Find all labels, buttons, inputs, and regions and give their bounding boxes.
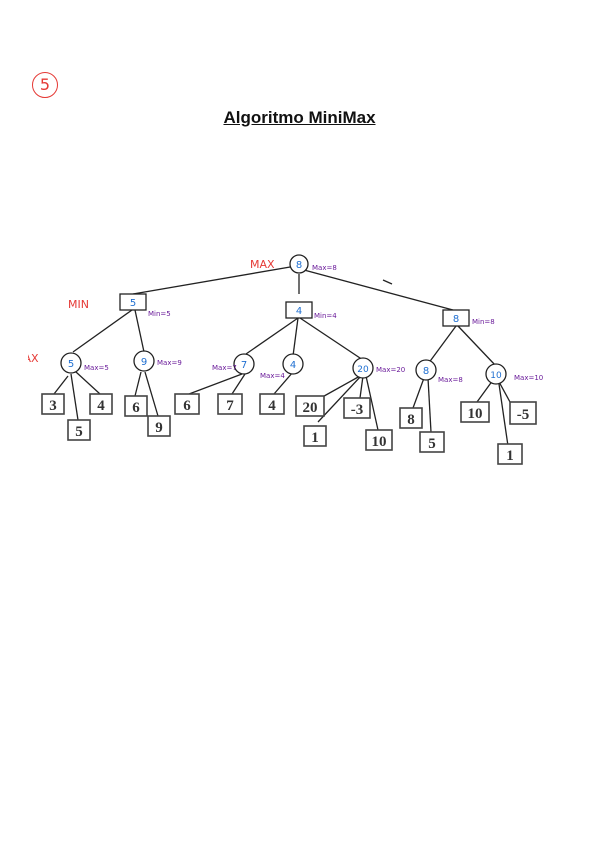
- max-node-e: 20 Max=20: [352, 357, 405, 379]
- leaf-value: 4: [268, 398, 276, 414]
- leaf-node: 1: [497, 443, 523, 465]
- min-level-label: MIN: [68, 298, 89, 311]
- max-d-value: 4: [290, 360, 296, 371]
- max-node-g: 10 Max=10: [485, 363, 543, 385]
- tree-edges: [53, 265, 511, 447]
- max-f-note: Max=8: [438, 376, 463, 384]
- leaf-node: 7: [217, 393, 243, 415]
- leaf-value: 9: [155, 420, 163, 436]
- leaf-value: 10: [468, 406, 483, 422]
- max-b-note: Max=9: [157, 359, 182, 367]
- leaf-node: 6: [174, 393, 200, 415]
- max-c-value: 7: [241, 360, 247, 371]
- leaf-node: -3: [343, 397, 371, 419]
- leaf-value: 10: [372, 434, 387, 450]
- max-node-f: 8 Max=8: [415, 359, 463, 384]
- max-level-label: MAX: [28, 352, 39, 365]
- page-number-badge: 5: [32, 72, 58, 98]
- min-node-right: 8 Min=8: [442, 309, 495, 327]
- max-g-note: Max=10: [514, 374, 543, 382]
- leaf-value: 6: [183, 398, 191, 414]
- max-c-note: Max=7: [212, 364, 237, 372]
- leaf-value: 4: [97, 398, 105, 414]
- leaf-value: 5: [75, 424, 83, 440]
- leaf-node: 6: [124, 395, 148, 417]
- root-note: Max=8: [312, 264, 337, 272]
- leaf-nodes: 3 4 5 6 9 6 7 4: [41, 393, 537, 465]
- min-right-value: 8: [453, 314, 459, 325]
- leaf-node: 9: [147, 415, 171, 437]
- leaf-value: 20: [303, 400, 318, 416]
- leaf-value: -5: [517, 407, 530, 423]
- min-left-note: Min=5: [148, 310, 171, 318]
- max-node-b: 9 Max=9: [133, 350, 182, 372]
- leaf-node: 4: [259, 393, 285, 415]
- min-mid-value: 4: [296, 306, 302, 317]
- max-f-value: 8: [423, 366, 429, 377]
- leaf-node: 5: [419, 431, 445, 453]
- leaf-value: 3: [49, 398, 57, 414]
- leaf-value: 8: [407, 412, 415, 428]
- root-value: 8: [296, 260, 302, 271]
- leaf-node: 10: [460, 401, 490, 423]
- max-node-c: 7 Max=7: [212, 353, 255, 375]
- max-a-value: 5: [68, 359, 74, 370]
- max-d-note: Max=4: [260, 372, 285, 380]
- leaf-node: 8: [399, 407, 423, 429]
- max-root-label: MAX: [250, 258, 275, 271]
- leaf-node: 5: [67, 419, 91, 441]
- max-g-value: 10: [490, 371, 502, 381]
- leaf-value: 7: [226, 398, 234, 414]
- leaf-value: 1: [311, 430, 319, 446]
- leaf-value: 5: [428, 436, 436, 452]
- leaf-node: 1: [303, 425, 327, 447]
- leaf-node: 4: [89, 393, 113, 415]
- minimax-tree-diagram: MAX MIN MAX 8 Max=8 5 Min=5 4 Min=4 8 Mi…: [14, 222, 568, 490]
- max-a-note: Max=5: [84, 364, 109, 372]
- leaf-value: 6: [132, 400, 140, 416]
- max-e-value: 20: [357, 365, 369, 375]
- leaf-node: 10: [365, 429, 393, 451]
- max-node-d: 4 Max=4: [260, 353, 304, 380]
- min-node-mid: 4 Min=4: [285, 301, 337, 320]
- max-node-a: 5 Max=5: [60, 352, 109, 374]
- min-left-value: 5: [130, 298, 136, 309]
- min-right-note: Min=8: [472, 318, 495, 326]
- max-b-value: 9: [141, 357, 147, 368]
- min-mid-note: Min=4: [314, 312, 337, 320]
- min-node-left: 5 Min=5: [119, 293, 171, 318]
- leaf-node: 20: [295, 395, 325, 417]
- leaf-node: -5: [509, 401, 537, 425]
- leaf-node: 3: [41, 393, 65, 415]
- root-node: 8 Max=8: [289, 254, 337, 274]
- leaf-value: -3: [351, 402, 364, 418]
- max-e-note: Max=20: [376, 366, 405, 374]
- leaf-value: 1: [506, 448, 514, 464]
- page-title: Algoritmo MiniMax: [223, 108, 376, 127]
